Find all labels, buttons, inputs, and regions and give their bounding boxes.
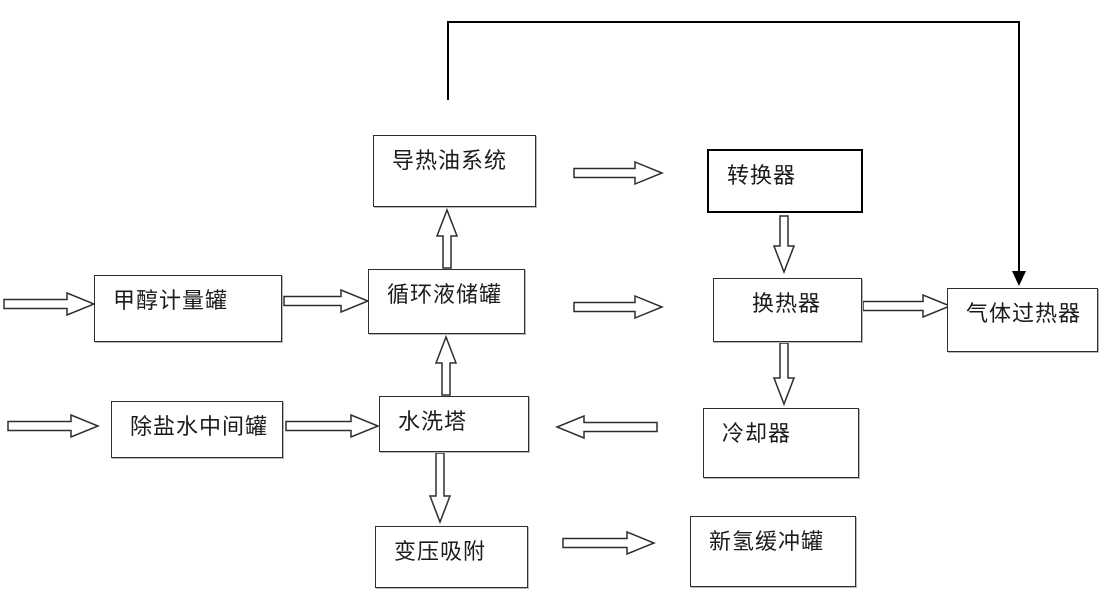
arrow-heat-oil-to-converter	[573, 160, 664, 186]
node-heat-exchanger: 换热器	[713, 278, 862, 342]
node-cooler: 冷却器	[703, 408, 859, 478]
feedback-arrowhead-icon	[1012, 271, 1026, 286]
arrow-heat-exchanger-to-cooler	[772, 342, 796, 407]
arrow-circulating-to-heat-oil	[435, 207, 459, 269]
node-methanol-meter-tank: 甲醇计量罐	[94, 275, 282, 342]
node-psa: 变压吸附	[375, 526, 528, 588]
arrow-psa-to-h2-buffer	[562, 530, 656, 556]
node-h2-buffer-tank: 新氢缓冲罐	[690, 516, 856, 587]
node-desalted-water-tank: 除盐水中间罐	[111, 401, 283, 458]
arrow-heat-exchanger-to-superheater	[862, 293, 952, 319]
arrow-methanol-to-circulating	[283, 288, 370, 314]
node-water-wash-tower: 水洗塔	[379, 396, 529, 452]
arrow-feed-to-desalted-tank	[7, 413, 100, 439]
arrow-feed-to-methanol-tank	[3, 291, 96, 317]
arrow-converter-to-heat-exchanger	[772, 215, 796, 275]
arrow-desalted-to-wash-tower	[285, 413, 380, 439]
arrow-cooler-to-wash-tower	[555, 414, 658, 440]
node-circulating-tank: 循环液储罐	[368, 269, 525, 334]
node-converter: 转换器	[707, 149, 863, 213]
node-gas-superheater: 气体过热器	[947, 288, 1098, 352]
arrow-wash-tower-to-psa	[428, 452, 452, 525]
arrow-circulating-to-heat-exchanger	[573, 294, 664, 320]
feedback-line	[447, 21, 1020, 272]
arrow-wash-tower-to-circulating	[434, 334, 458, 396]
node-heat-oil-system: 导热油系统	[373, 135, 536, 207]
